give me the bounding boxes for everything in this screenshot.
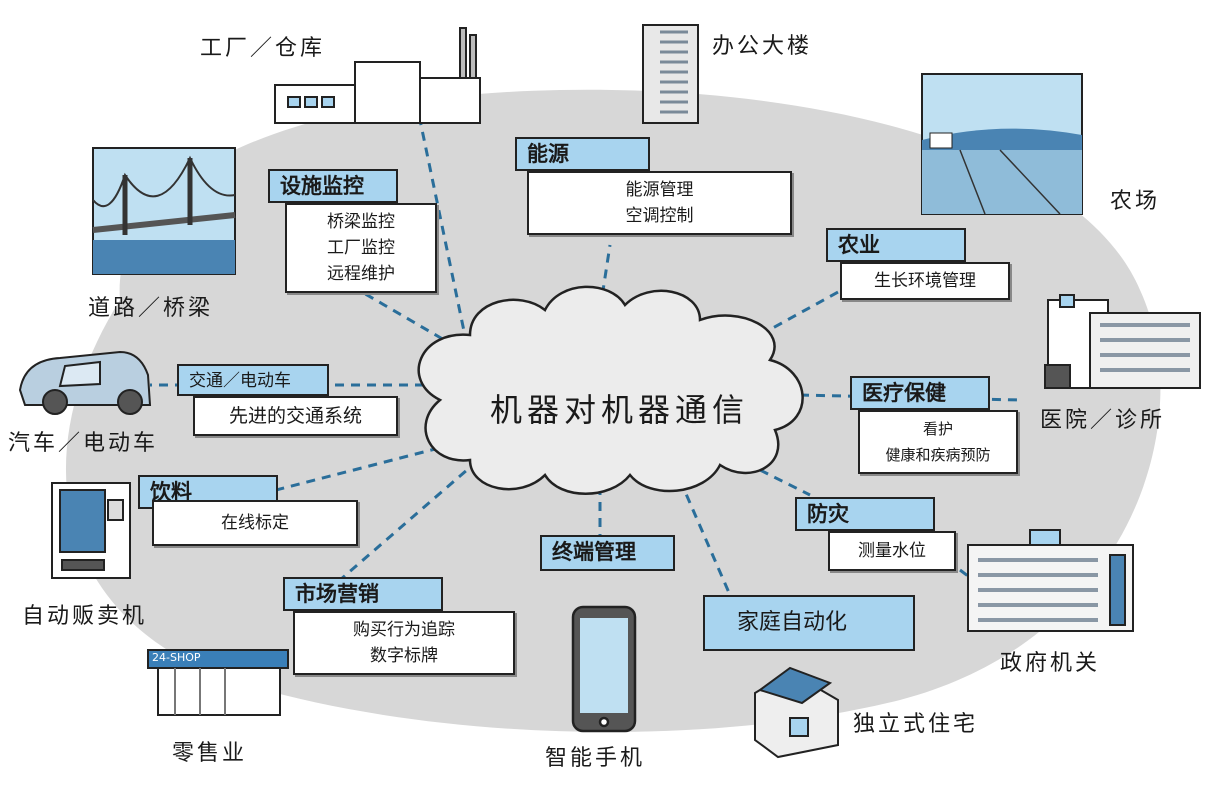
tag-terminal-management: 终端管理 — [540, 535, 675, 571]
label-office: 办公大楼 — [712, 34, 813, 59]
disaster-item: 测量水位 — [858, 541, 926, 561]
medical-items-box: 看护 健康和疾病预防 — [858, 410, 1018, 474]
connector-energy — [598, 244, 612, 311]
label-house: 独立式住宅 — [853, 712, 979, 737]
label-smartphone: 智能手机 — [545, 746, 646, 771]
tag-energy: 能源 — [515, 137, 650, 171]
office-building-icon — [642, 24, 699, 124]
smartphone-icon — [571, 605, 637, 733]
facility-items-box: 桥梁监控 工厂监控 远程维护 — [285, 203, 437, 293]
facility-item: 远程维护 — [327, 264, 395, 284]
agri-items-box: 生长环境管理 — [840, 262, 1010, 300]
connector-facility — [289, 248, 471, 357]
vending-machine-icon — [51, 482, 131, 579]
label-hospital: 医院／诊所 — [1040, 408, 1166, 433]
label-government: 政府机关 — [1000, 651, 1101, 676]
house-icon — [754, 666, 839, 759]
marketing-item: 数字标牌 — [370, 646, 438, 666]
agri-item: 生长环境管理 — [874, 271, 976, 291]
retail-shop-icon — [147, 649, 289, 716]
tag-agriculture: 农业 — [826, 228, 966, 262]
medical-item: 看护 — [922, 420, 953, 438]
connector-home — [678, 479, 732, 596]
tag-traffic: 交通／电动车 — [177, 364, 329, 396]
facility-item: 桥梁监控 — [327, 212, 395, 232]
traffic-items-box: 先进的交通系统 — [193, 396, 398, 436]
connector-agri — [759, 278, 861, 337]
government-building-icon — [967, 529, 1134, 632]
label-factory: 工厂／仓库 — [200, 36, 326, 61]
facility-item: 工厂监控 — [327, 238, 395, 258]
marketing-items-box: 购买行为追踪 数字标牌 — [293, 611, 515, 675]
car-icon — [18, 350, 152, 415]
energy-item: 空调控制 — [625, 206, 694, 226]
medical-item: 健康和疾病预防 — [885, 446, 991, 464]
drinks-items-box: 在线标定 — [152, 500, 358, 546]
disaster-items-box: 测量水位 — [828, 531, 956, 571]
connector-factory — [418, 119, 472, 361]
tag-home-automation: 家庭自动化 — [703, 595, 915, 651]
factory-icon — [274, 27, 481, 124]
shop-sign-text: 24-SHOP — [152, 651, 201, 664]
label-car: 汽车／电动车 — [8, 431, 159, 456]
energy-item: 能源管理 — [625, 180, 694, 200]
hospital-icon — [1044, 294, 1201, 389]
energy-items-box: 能源管理 空调控制 — [527, 171, 792, 235]
tag-healthcare: 医疗保健 — [850, 376, 990, 410]
label-retail: 零售业 — [172, 741, 248, 766]
center-label: 机器对机器通信 — [490, 391, 750, 429]
marketing-item: 购买行为追踪 — [353, 620, 455, 640]
connector-drinks — [159, 438, 471, 522]
drinks-item: 在线标定 — [221, 513, 289, 533]
tag-marketing: 市场营销 — [283, 577, 443, 611]
label-vending-machine: 自动贩卖机 — [22, 604, 148, 629]
traffic-item: 先进的交通系统 — [228, 405, 362, 427]
bridge-picture — [92, 147, 236, 275]
label-farm: 农场 — [1110, 189, 1161, 214]
farm-picture — [921, 73, 1083, 215]
tag-disaster-prevention: 防灾 — [795, 497, 935, 531]
center-cloud — [417, 285, 804, 495]
tag-facility-monitoring: 设施监控 — [268, 169, 398, 203]
label-road-bridge: 道路／桥梁 — [88, 296, 214, 321]
connector-marketing — [339, 448, 491, 582]
